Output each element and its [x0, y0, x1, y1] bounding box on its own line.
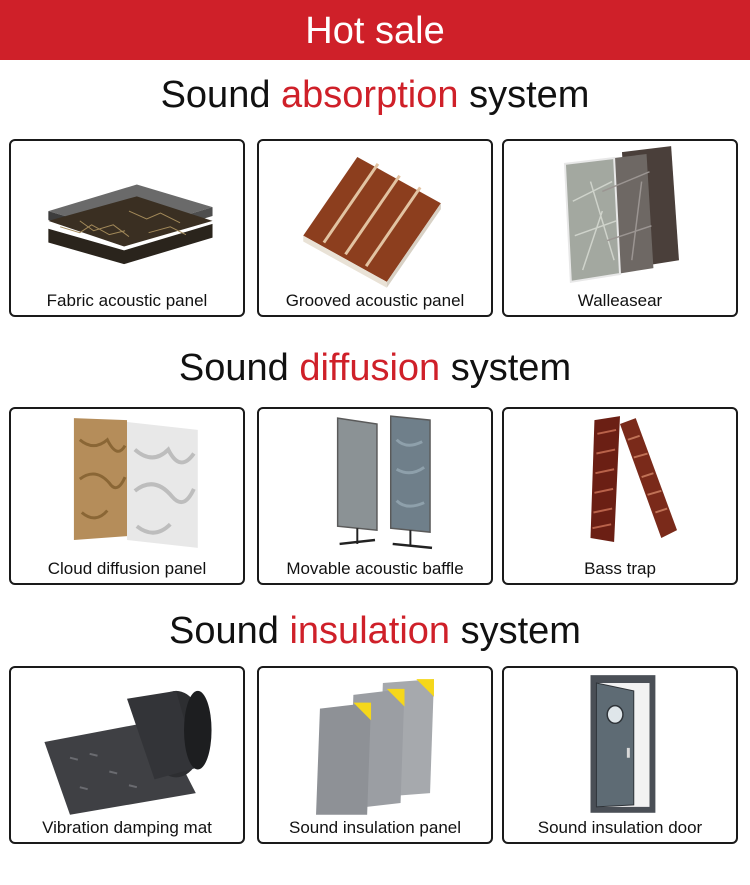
product-card-bass-trap[interactable]: Bass trap	[502, 407, 738, 585]
product-label: Walleasear	[577, 291, 663, 310]
product-card-movable-baffle[interactable]: Movable acoustic baffle	[257, 407, 493, 585]
product-label: Sound insulation panel	[288, 818, 462, 837]
hot-sale-banner: Hot sale	[0, 0, 750, 60]
section-title-pre: Sound	[160, 74, 271, 116]
fabric-panel-image	[48, 184, 213, 265]
damping-mat-image	[44, 690, 212, 815]
section-title-post: system	[460, 610, 581, 652]
product-card-fabric-panel[interactable]: Fabric acoustic panel	[9, 139, 245, 317]
insulation-door-image	[590, 675, 656, 813]
section-title-post: system	[450, 347, 572, 389]
section-title-insulation: Sound insulation system	[0, 610, 750, 653]
product-label: Cloud diffusion panel	[47, 559, 207, 578]
product-label: Movable acoustic baffle	[286, 559, 464, 578]
section-title-absorption: Sound absorption system	[0, 74, 750, 117]
section-title-diffusion: Sound diffusion system	[0, 347, 750, 390]
grooved-panel-image	[303, 157, 441, 288]
product-card-grooved-panel[interactable]: Grooved acoustic panel	[257, 139, 493, 317]
cloud-diffusion-image	[73, 418, 198, 548]
section-title-pre: Sound	[169, 610, 279, 652]
product-label: Bass trap	[584, 559, 656, 578]
wall-panel-image	[563, 146, 679, 283]
product-card-insulation-door[interactable]: Sound insulation door	[502, 666, 738, 844]
movable-baffle-image	[336, 415, 433, 550]
section-title-accent: absorption	[281, 74, 459, 116]
section-title-pre: Sound	[178, 347, 289, 389]
section-title-accent: insulation	[289, 610, 451, 652]
product-card-cloud-diffusion[interactable]: Cloud diffusion panel	[9, 407, 245, 585]
section-title-accent: diffusion	[299, 347, 441, 389]
product-label: Sound insulation door	[537, 818, 703, 837]
section-title-post: system	[469, 74, 590, 116]
product-card-damping-mat[interactable]: Vibration damping mat	[9, 666, 245, 844]
insulation-panel-image	[316, 679, 434, 815]
product-card-wall-panel[interactable]: Walleasear	[502, 139, 738, 317]
product-label: Fabric acoustic panel	[46, 291, 208, 310]
product-label: Vibration damping mat	[42, 818, 212, 837]
product-label: Grooved acoustic panel	[285, 291, 465, 310]
bass-trap-image	[590, 416, 678, 542]
product-card-insulation-panel[interactable]: Sound insulation panel	[257, 666, 493, 844]
